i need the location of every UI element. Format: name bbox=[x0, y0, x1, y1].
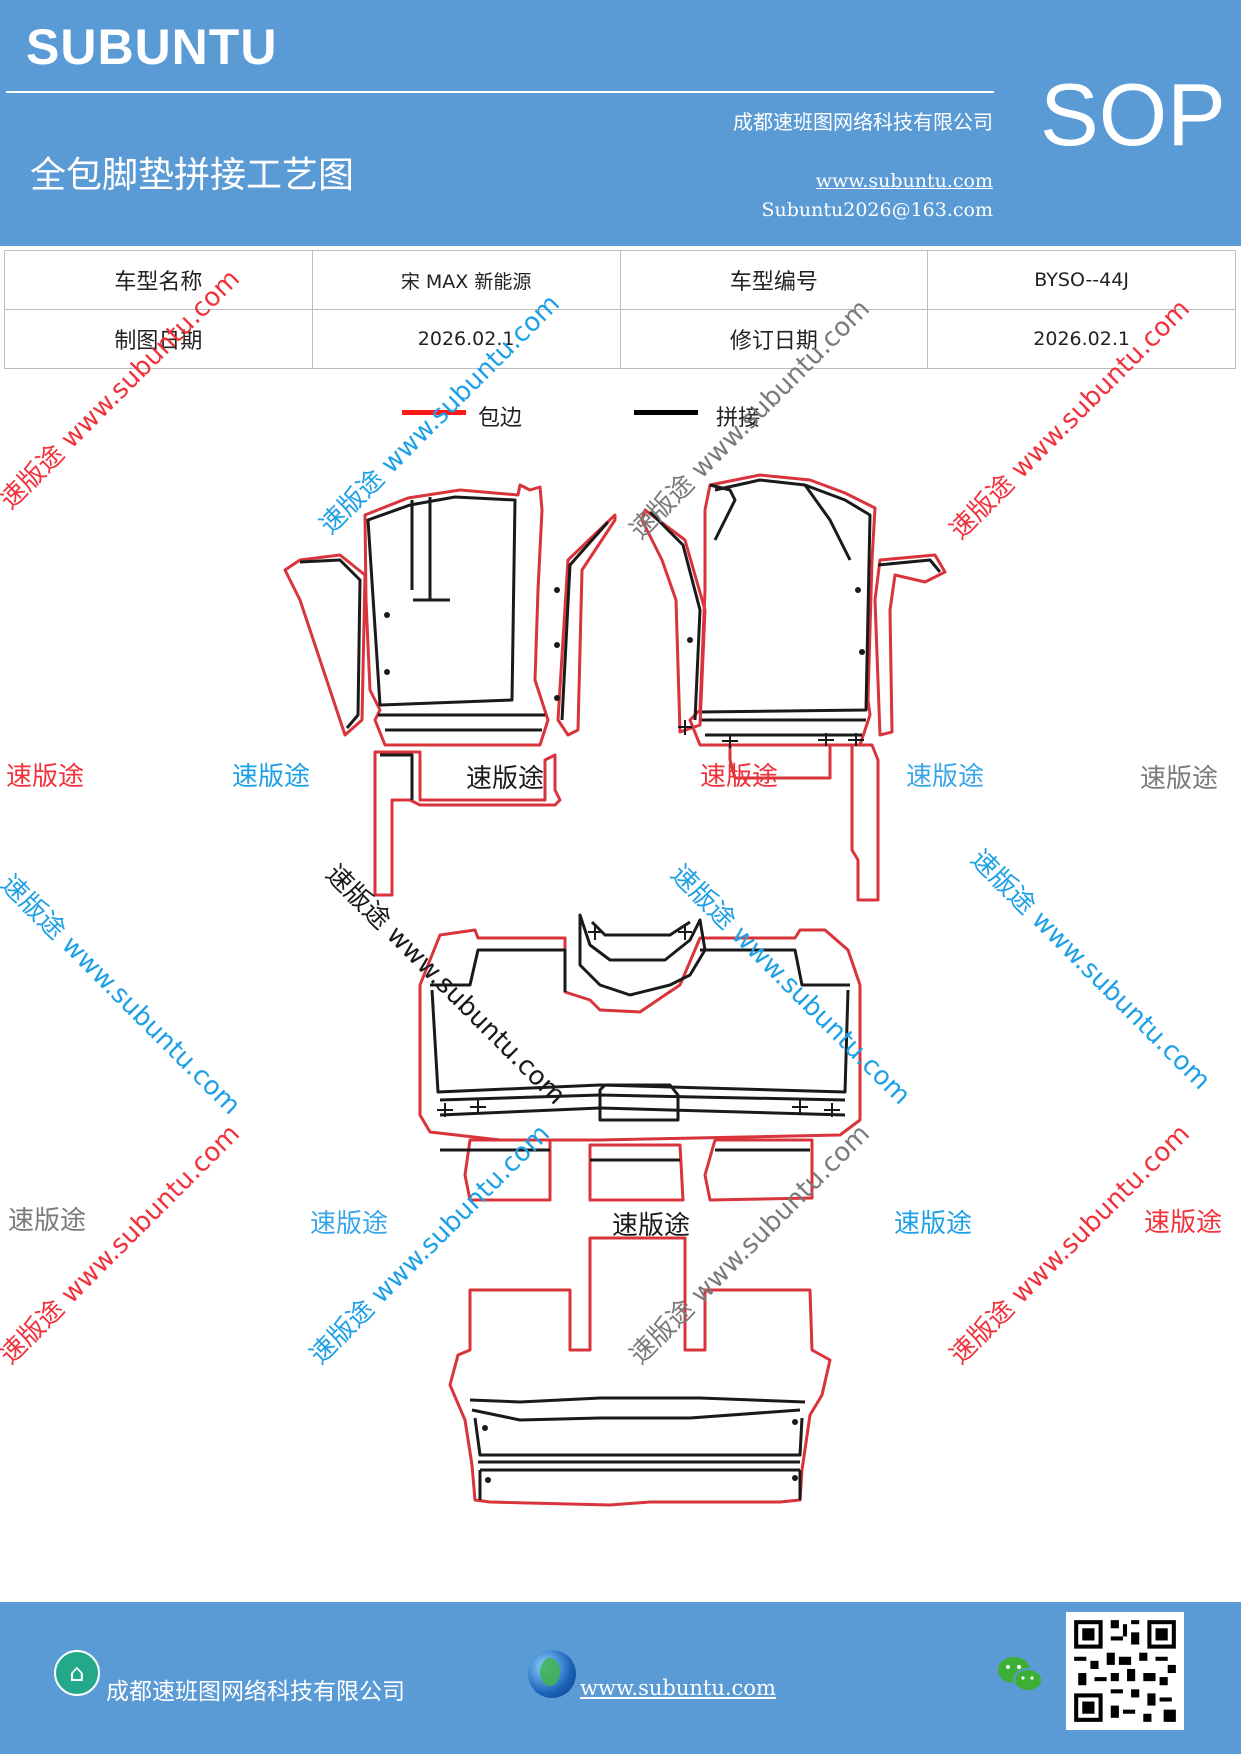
front-left-mat bbox=[283, 483, 617, 897]
header-banner bbox=[0, 0, 1241, 246]
brand-logo: SUBUNTU bbox=[26, 19, 278, 75]
value-revision-date: 2026.02.1 bbox=[927, 309, 1236, 369]
middle-mat bbox=[418, 913, 862, 1202]
watermark-plain: 速版途 bbox=[6, 762, 85, 792]
value-model-code: BYSO--44J bbox=[927, 250, 1236, 310]
watermark-plain: 速版途 bbox=[1140, 764, 1219, 794]
watermark-plain: 速版途 bbox=[894, 1209, 973, 1239]
header-website-link[interactable]: www.subuntu.com bbox=[815, 170, 993, 192]
watermark-plain: 速版途 bbox=[466, 764, 545, 794]
header-email: Subuntu2026@163.com bbox=[761, 199, 993, 221]
header-divider bbox=[6, 91, 994, 93]
legend-swatch-edge bbox=[402, 410, 466, 415]
legend-label-edge: 包边 bbox=[478, 406, 523, 431]
watermark-plain: 速版途 bbox=[700, 762, 779, 792]
label-model-code: 车型编号 bbox=[619, 250, 929, 310]
front-right-mat bbox=[640, 473, 947, 902]
rear-mat bbox=[448, 1236, 832, 1507]
label-model-name: 车型名称 bbox=[4, 250, 313, 310]
header-company: 成都速班图网络科技有限公司 bbox=[733, 110, 993, 134]
legend-label-seam: 拼接 bbox=[716, 406, 761, 431]
qr-code bbox=[1066, 1612, 1184, 1730]
wechat-icon bbox=[998, 1657, 1043, 1692]
table-row: 制图日期 2026.02.1 修订日期 2026.02.1 bbox=[4, 309, 1236, 369]
watermark-plain: 速版途 bbox=[310, 1209, 389, 1239]
value-model-name: 宋 MAX 新能源 bbox=[311, 250, 621, 310]
footer-company: 成都速班图网络科技有限公司 bbox=[106, 1679, 405, 1705]
table-row: 车型名称 宋 MAX 新能源 车型编号 BYSO--44J bbox=[4, 250, 1236, 310]
watermark-plain: 速版途 bbox=[906, 762, 985, 792]
sop-badge: SOP bbox=[1040, 65, 1226, 164]
watermark-plain: 速版途 bbox=[612, 1211, 691, 1241]
value-draw-date: 2026.02.1 bbox=[311, 309, 621, 369]
globe-icon bbox=[528, 1650, 576, 1698]
home-icon: ⌂ bbox=[54, 1650, 100, 1696]
watermark-plain: 速版途 bbox=[232, 762, 311, 792]
footer-website-link[interactable]: www.subuntu.com bbox=[580, 1676, 776, 1700]
vehicle-info-table: 车型名称 宋 MAX 新能源 车型编号 BYSO--44J 制图日期 2026.… bbox=[4, 250, 1236, 369]
legend-swatch-seam bbox=[634, 410, 698, 415]
page-title: 全包脚垫拼接工艺图 bbox=[30, 155, 355, 196]
watermark-plain: 速版途 bbox=[1144, 1208, 1223, 1238]
watermark-plain: 速版途 bbox=[8, 1206, 87, 1236]
label-revision-date: 修订日期 bbox=[619, 309, 929, 369]
label-draw-date: 制图日期 bbox=[4, 309, 313, 369]
